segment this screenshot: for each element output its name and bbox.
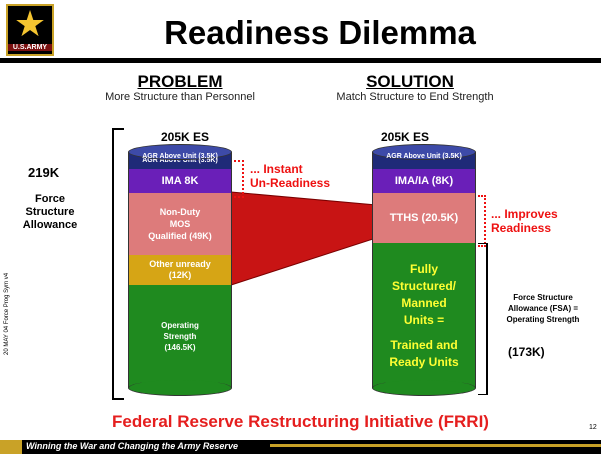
solution-cylinder-top [372,144,476,160]
title-rule [0,58,601,63]
problem-cylinder-top [128,144,232,160]
problem-fsa-label: Force Structure Allowance [22,193,78,231]
problem-ima-segment: IMA 8K [128,169,232,193]
fsa-bracket [112,128,124,400]
footer-bar [0,440,601,454]
slide-title: Readiness Dilemma [164,14,476,51]
solution-ima-segment: IMA/IA (8K) [372,169,476,193]
problem-operating-segment: Operating Strength (146.5K) [128,285,232,388]
problem-fsa-value: 219K [28,165,60,180]
problem-heading: PROBLEM [137,72,223,91]
problem-subheading: More Structure than Personnel [105,91,255,103]
solution-es-label: 205K ES [380,130,430,144]
frri-headline: Federal Reserve Restructuring Initiative… [112,412,489,431]
solution-tths-segment: TTHS (20.5K) [372,193,476,243]
solution-agr-label: AGR Above Unit (3.5K) [386,152,462,160]
problem-nonduty-segment: Non-Duty MOS Qualified (49K) [128,193,232,255]
footer-accent [0,440,22,454]
problem-unready-segment: Other unready (12K) [128,255,232,285]
solution-callout-bracket [478,195,486,247]
solution-subheading: Match Structure to End Strength [336,91,494,103]
problem-agr-label: AGR Above Unit (3.5K) [142,152,218,160]
logo-text: U.S.ARMY [8,44,52,51]
solution-units-segment: Fully Structured/ Manned Units = Trained… [372,243,476,388]
army-logo: ★ U.S.ARMY [6,4,54,56]
solution-heading: SOLUTION [366,72,454,91]
solution-callout: ... Improves Readiness [491,207,558,235]
problem-callout: ... Instant Un-Readiness [250,162,331,190]
page-number: 12 [589,424,597,431]
star-icon: ★ [13,3,47,44]
side-note: 20 MAY 04 Force Prog Sym v4 [4,272,10,355]
problem-callout-bracket [234,160,244,198]
solution-cylinder-bottom [372,380,476,396]
problem-cylinder-bottom [128,380,232,396]
footer-text: Winning the War and Changing the Army Re… [26,441,238,451]
problem-es-label: 205K ES [160,130,210,144]
solution-fsa-value: (173K) [508,345,545,359]
fsa-operating-bracket [478,243,488,395]
solution-fsa-note: Force Structure Allowance (FSA) = Operat… [506,293,580,324]
wedge-shape [230,191,377,286]
footer-stripe [270,444,601,447]
